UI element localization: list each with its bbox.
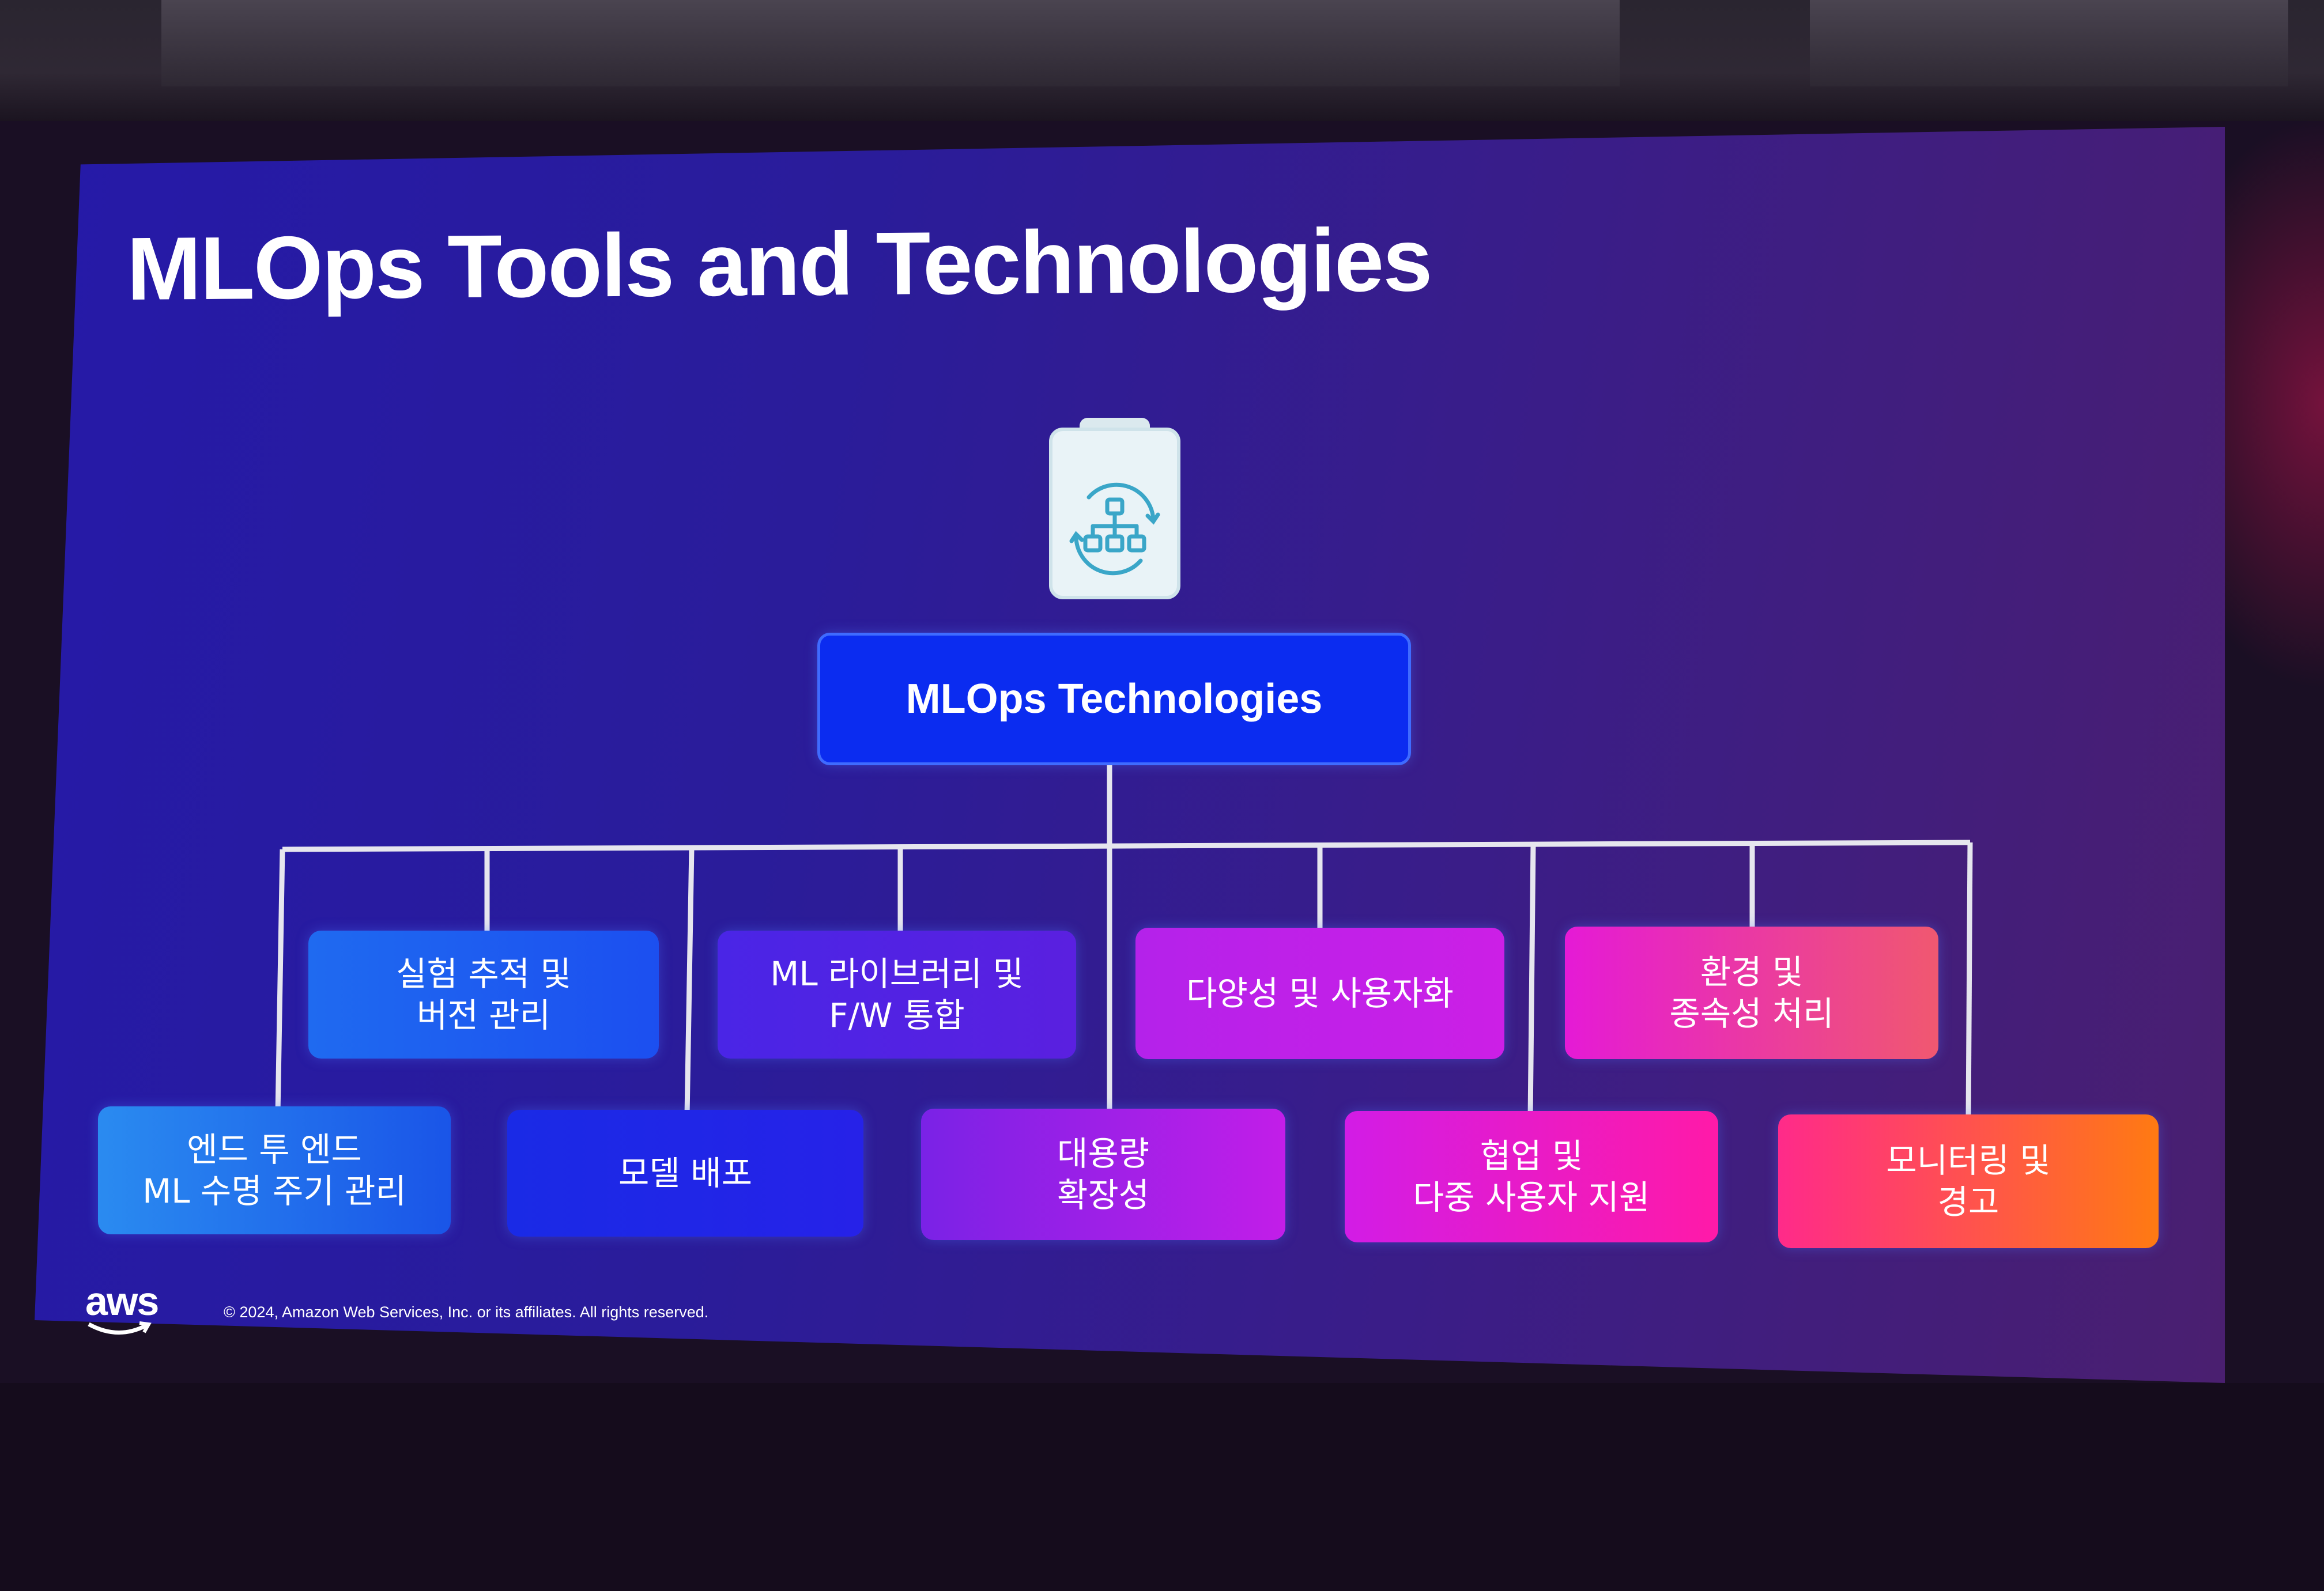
copyright-notice: © 2024, Amazon Web Services, Inc. or its… — [224, 1303, 709, 1321]
versatility-customization-node: 다양성 및 사용자화 — [1135, 928, 1504, 1059]
ceiling-panel — [1810, 0, 2288, 86]
experiment-tracking-node: 실험 추적 및 버전 관리 — [308, 931, 659, 1059]
ml-library-integration-node: ML 라이브러리 및 F/W 통합 — [718, 931, 1076, 1059]
environment-dependency-node: 환경 및 종속성 처리 — [1565, 927, 1938, 1059]
aws-logo: aws — [85, 1279, 159, 1324]
workflow-cycle-icon — [1069, 482, 1160, 576]
clipboard-workflow-icon — [1049, 428, 1180, 599]
model-deployment-node: 모델 배포 — [507, 1110, 863, 1237]
branch-bar — [282, 840, 1971, 852]
room-floor — [0, 1383, 2324, 1591]
aws-smile-icon — [88, 1321, 152, 1335]
mlops-technologies-node: MLOps Technologies — [817, 633, 1411, 765]
collaboration-node: 협업 및 다중 사용자 지원 — [1345, 1111, 1718, 1242]
monitoring-alerting-node: 모니터링 및 경고 — [1778, 1114, 2159, 1248]
large-scale-node: 대용량 확장성 — [921, 1109, 1285, 1240]
ceiling-panel — [161, 0, 1620, 86]
end-to-end-lifecycle-node: 엔드 투 엔드 ML 수명 주기 관리 — [98, 1106, 451, 1234]
